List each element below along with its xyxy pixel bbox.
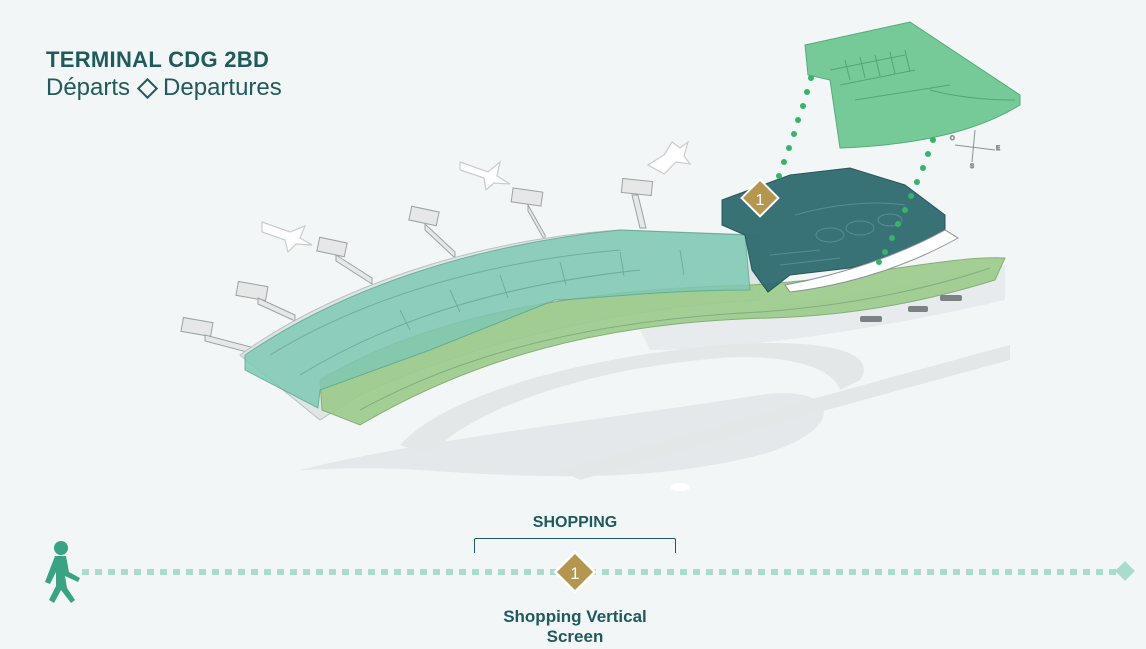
page-title: TERMINAL CDG 2BD [46, 47, 270, 72]
level-link-dotted-lines [776, 75, 936, 265]
title-block: TERMINAL CDG 2BD Départs Departures [46, 46, 282, 102]
compass-east: E [996, 146, 1000, 152]
jet-bridges [180, 177, 654, 357]
walking-person-icon [45, 541, 80, 603]
route-timeline [82, 561, 1135, 581]
plane-icons [261, 140, 692, 254]
subtitle-english: Departures [163, 74, 282, 101]
vehicles [860, 295, 962, 322]
route-poi-number: 1 [570, 564, 579, 583]
plane-icon [261, 221, 313, 254]
route-section-label: SHOPPING [532, 514, 618, 531]
route-section-bracket [474, 538, 676, 553]
zone-landside-green [319, 257, 1006, 426]
curved-walkway [784, 229, 959, 293]
route-end-diamond-icon [1115, 561, 1135, 581]
shopping-details [769, 202, 906, 266]
page-subtitle: Départs Departures [46, 74, 282, 102]
compass-west: O [950, 136, 955, 142]
plane-icon [459, 160, 511, 192]
compass-south: S [970, 164, 974, 170]
subtitle-french: Départs [46, 74, 131, 101]
zone-airside-teal [244, 229, 751, 409]
map-poi-marker-label: 1 [756, 192, 765, 209]
plane-icon [646, 140, 692, 175]
map-poi-marker[interactable]: 1 [740, 178, 780, 218]
route-poi-caption[interactable]: Shopping Vertical Screen [503, 607, 647, 646]
floorplan-details [269, 249, 991, 411]
route-poi-marker[interactable]: 1 [553, 550, 597, 594]
upper-level-details [829, 49, 1016, 101]
upper-level-floor [804, 21, 1021, 149]
compass-rose: O E S [950, 129, 1001, 171]
